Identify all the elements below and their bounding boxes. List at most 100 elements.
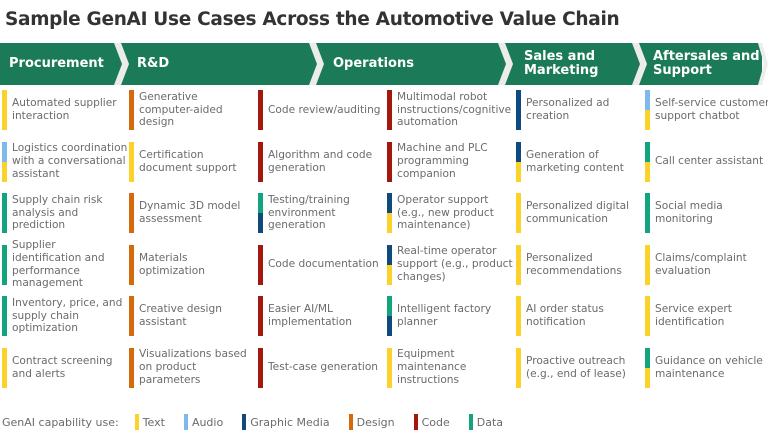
text-capability-segment <box>387 213 392 233</box>
use-case-item: Code documentation <box>258 244 384 285</box>
capability-bar-icon <box>645 141 650 182</box>
legend-label: Graphic Media <box>250 415 330 429</box>
code-capability-segment <box>387 90 392 130</box>
use-case-item: Easier AI/ML implementation <box>258 296 384 336</box>
use-case-item: Logistics coordination with a conversati… <box>2 141 128 182</box>
use-case-item: Self-service customer support chatbot <box>645 90 768 130</box>
use-case-item: Certification document support <box>129 141 255 182</box>
use-case-item: Personalized ad creation <box>516 90 642 130</box>
use-case-item: Claims/complaint evaluation <box>645 244 768 285</box>
use-case-item: Creative design assistant <box>129 296 255 336</box>
capability-bar-icon <box>129 347 134 388</box>
use-case-item: Visualizations based on product paramete… <box>129 347 255 388</box>
text-capability-segment <box>516 347 521 388</box>
data-capability-segment <box>2 244 7 285</box>
use-case-label: Dynamic 3D model assessment <box>139 200 241 225</box>
audio-swatch-icon <box>183 414 188 430</box>
chevron-separator <box>632 43 647 85</box>
use-case-item: Code review/auditing <box>258 90 384 130</box>
legend-item-graphic-media: Graphic Media <box>242 414 330 430</box>
capability-bar-icon <box>2 90 7 130</box>
stage-operations: Operations <box>333 55 414 71</box>
legend-item-data: Data <box>468 414 504 430</box>
capability-bar-icon <box>645 296 650 336</box>
legend-item-audio: Audio <box>183 414 224 430</box>
use-case-item: Algorithm and code generation <box>258 141 384 182</box>
capability-bar-icon <box>387 296 392 336</box>
capability-bar-icon <box>258 141 263 182</box>
use-case-item: Machine and PLC programming companion <box>387 141 513 182</box>
capability-bar-icon <box>516 90 521 130</box>
use-case-label: Easier AI/ML implementation <box>268 303 352 328</box>
use-case-item: Supplier identification and performance … <box>2 239 128 289</box>
use-case-item: Automated supplier interaction <box>2 90 128 130</box>
capability-bar-icon <box>258 296 263 336</box>
legend-label: Audio <box>191 415 224 429</box>
use-case-label: Certification document support <box>139 148 237 174</box>
graphic-media-swatch-icon <box>242 414 247 430</box>
capability-bar-icon <box>129 90 134 130</box>
use-case-item: Dynamic 3D model assessment <box>129 193 255 233</box>
use-case-label: Contract screening and alerts <box>12 354 113 380</box>
data-capability-segment <box>645 141 650 162</box>
graphic-capability-segment <box>258 213 263 233</box>
legend-label: Text <box>142 415 165 429</box>
capability-bar-icon <box>258 244 263 285</box>
use-case-item: Contract screening and alerts <box>2 347 128 388</box>
text-capability-segment <box>645 367 650 388</box>
legend-item-code: Code <box>413 414 450 430</box>
capability-bar-icon <box>2 244 7 285</box>
code-capability-segment <box>258 244 263 285</box>
use-case-label: Creative design assistant <box>139 303 222 328</box>
data-capability-segment <box>645 347 650 368</box>
text-capability-segment <box>645 296 650 336</box>
use-case-item: Guidance on vehicle maintenance <box>645 347 768 388</box>
design-swatch-icon <box>348 414 353 430</box>
use-case-label: Materials optimization <box>139 251 205 277</box>
capability-bar-icon <box>516 244 521 285</box>
use-case-item: Multimodal robot instructions/cognitive … <box>387 90 513 130</box>
capability-bar-icon <box>387 90 392 130</box>
text-capability-segment <box>387 264 392 285</box>
data-capability-segment <box>387 296 392 316</box>
use-case-label: Equipment maintenance instructions <box>397 348 467 386</box>
page-title: Sample GenAI Use Cases Across the Automo… <box>5 9 620 30</box>
audio-capability-segment <box>2 141 7 162</box>
use-case-label: Algorithm and code generation <box>268 148 373 174</box>
capability-bar-icon <box>129 244 134 285</box>
use-case-item: Real-time operator support (e.g., produc… <box>387 244 513 285</box>
use-case-label: Personalized digital communication <box>526 200 630 225</box>
legend-item-text: Text <box>134 414 165 430</box>
text-capability-segment <box>2 161 7 182</box>
graphic-capability-segment <box>387 316 392 336</box>
text-capability-segment <box>645 244 650 285</box>
use-case-item: Generative computer-aided design <box>129 90 255 130</box>
legend-label: Data <box>476 415 504 429</box>
code-capability-segment <box>258 141 263 182</box>
use-case-label: Proactive outreach (e.g., end of lease) <box>526 354 626 380</box>
use-case-label: Operator support (e.g., new product main… <box>397 193 494 232</box>
legend-item-design: Design <box>348 414 395 430</box>
stage-rnd: R&D <box>137 55 170 71</box>
use-case-item: Call center assistant <box>645 141 768 182</box>
design-capability-segment <box>129 244 134 285</box>
code-capability-segment <box>258 90 263 130</box>
capability-bar-icon <box>2 296 7 336</box>
code-capability-segment <box>258 347 263 388</box>
use-case-item: Social media monitoring <box>645 193 768 233</box>
use-case-label: Multimodal robot instructions/cognitive … <box>397 90 512 129</box>
capability-bar-icon <box>645 244 650 285</box>
stage-sales-marketing: Sales and Marketing <box>524 48 599 78</box>
capability-bar-icon <box>645 193 650 233</box>
text-capability-segment <box>129 141 134 182</box>
data-capability-segment <box>2 296 7 336</box>
capability-bar-icon <box>129 296 134 336</box>
use-case-label: Logistics coordination with a conversati… <box>12 142 128 180</box>
use-case-item: Testing/training environment generation <box>258 193 384 233</box>
capability-bar-icon <box>258 193 263 233</box>
capability-bar-icon <box>387 347 392 388</box>
capability-bar-icon <box>129 141 134 182</box>
use-case-label: Claims/complaint evaluation <box>655 251 747 277</box>
legend: GenAI capability use: Text Audio Graphic… <box>2 413 522 431</box>
text-capability-segment <box>516 244 521 285</box>
